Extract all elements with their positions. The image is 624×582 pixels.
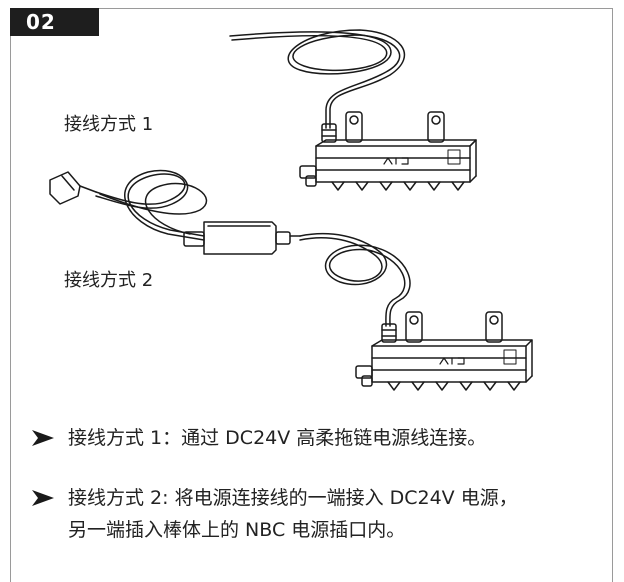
step-number-badge: 02 bbox=[10, 8, 99, 36]
wiring-illustration bbox=[49, 29, 533, 391]
method1-label: 接线方式 1 bbox=[64, 114, 154, 135]
arrow-right-icon bbox=[32, 490, 54, 506]
bullet-text-line2: 另一端插入棒体上的 NBC 电源插口内。 bbox=[68, 519, 406, 541]
bullet-item-1: 接线方式 1：通过 DC24V 高柔拖链电源线连接。 bbox=[32, 422, 624, 454]
arrow-right-icon bbox=[32, 430, 54, 446]
method2-input-cable bbox=[95, 169, 208, 241]
bullet-text: 接线方式 1：通过 DC24V 高柔拖链电源线连接。 bbox=[68, 427, 487, 449]
light-bar-device-1 bbox=[299, 111, 477, 191]
light-bar-device-2 bbox=[355, 311, 533, 391]
method1-cable bbox=[229, 29, 406, 129]
content-frame bbox=[10, 8, 613, 582]
bullet-item-2: 接线方式 2: 将电源连接线的一端接入 DC24V 电源， 另一端插入棒体上的 … bbox=[32, 482, 624, 546]
method2-output-cable bbox=[299, 233, 411, 327]
power-adapter bbox=[183, 221, 301, 255]
power-plug bbox=[49, 171, 97, 205]
method2-label: 接线方式 2 bbox=[64, 270, 154, 291]
bullet-text-line1: 接线方式 2: 将电源连接线的一端接入 DC24V 电源， bbox=[68, 487, 518, 509]
